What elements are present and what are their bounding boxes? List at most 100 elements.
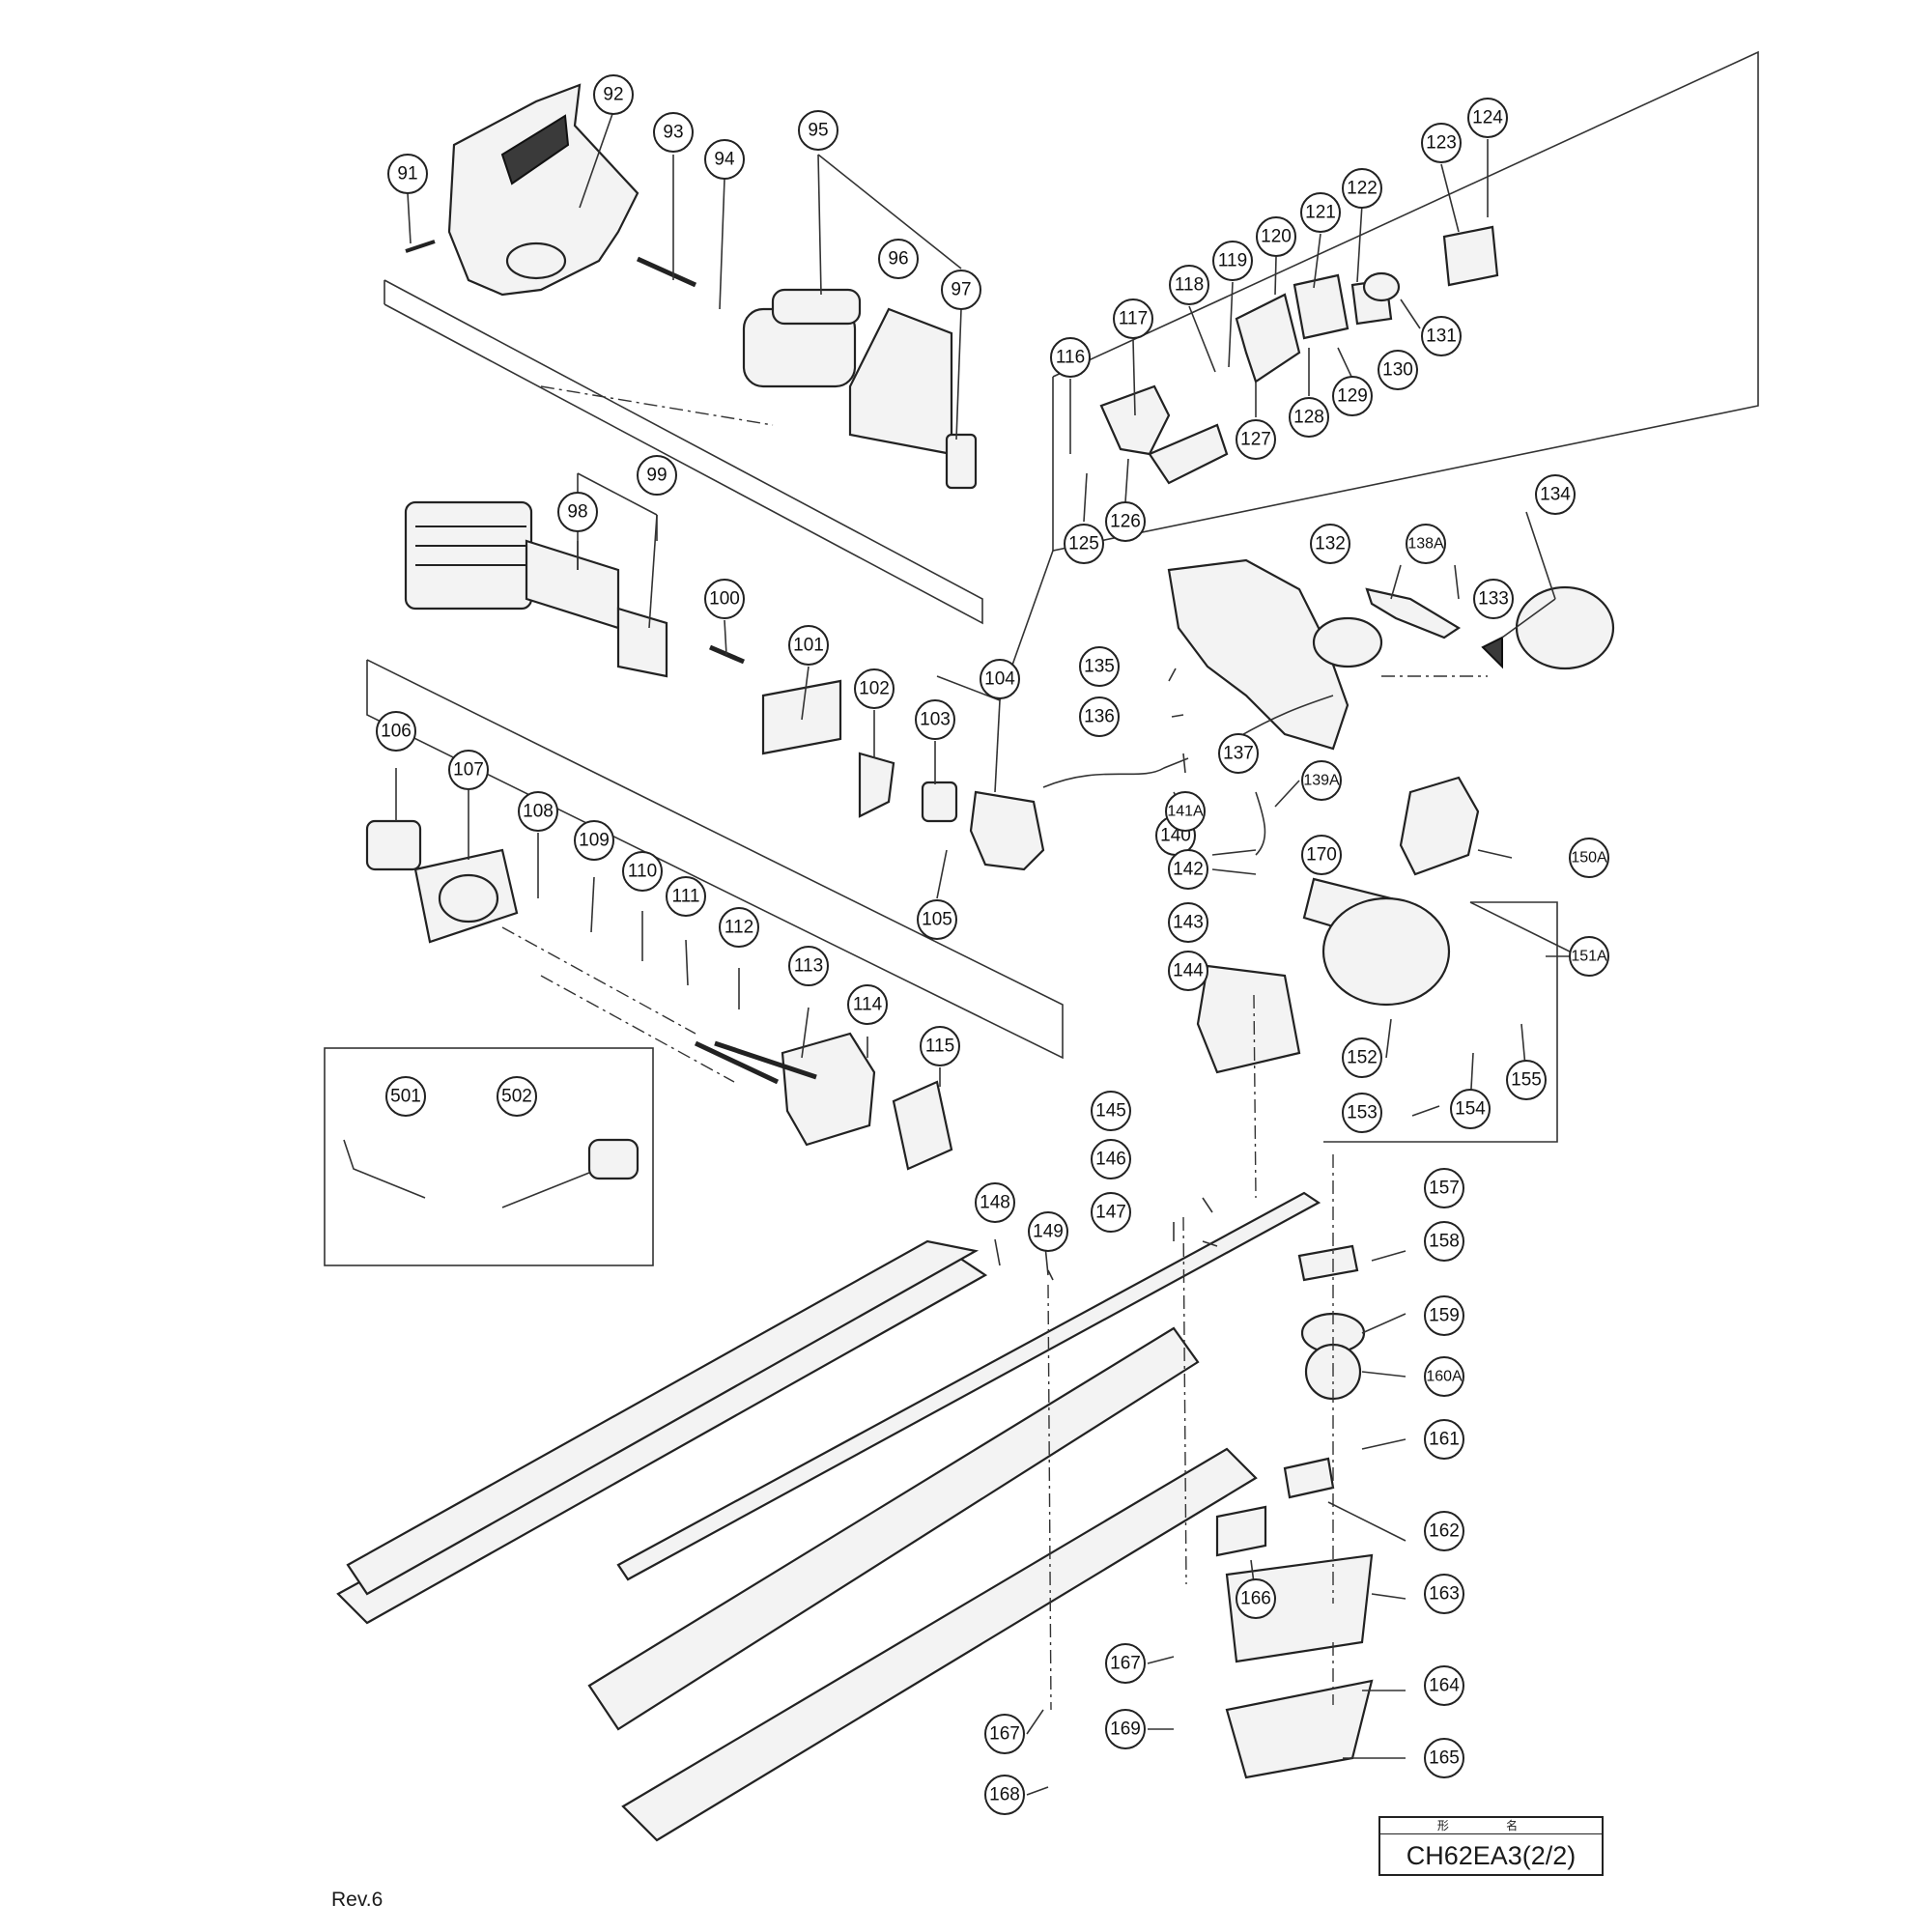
callout-124: 124	[1467, 98, 1508, 138]
muffler-plate	[848, 307, 953, 456]
svg-text:151A: 151A	[1571, 949, 1607, 965]
callout-166: 166	[1236, 1578, 1276, 1619]
svg-text:122: 122	[1347, 179, 1378, 199]
insulator	[616, 607, 668, 678]
svg-text:169: 169	[1110, 1719, 1141, 1740]
callout-107: 107	[448, 750, 489, 790]
callout-157: 157	[1424, 1168, 1464, 1208]
svg-text:101: 101	[793, 636, 824, 656]
callout-97: 97	[941, 270, 981, 310]
callout-102: 102	[854, 668, 895, 709]
callout-143: 143	[1168, 902, 1208, 943]
callout-154: 154	[1450, 1089, 1491, 1129]
svg-text:162: 162	[1429, 1521, 1460, 1542]
callout-113: 113	[788, 946, 829, 986]
primer-tube	[1365, 587, 1462, 639]
callout-128: 128	[1289, 397, 1329, 438]
callout-144: 144	[1168, 951, 1208, 991]
callout-118: 118	[1169, 265, 1209, 305]
svg-text:135: 135	[1084, 657, 1115, 677]
svg-text:502: 502	[501, 1087, 532, 1107]
callout-139A: 139A	[1301, 760, 1342, 801]
svg-text:106: 106	[381, 722, 412, 742]
air-cover	[892, 1080, 953, 1171]
callout-135: 135	[1079, 646, 1120, 687]
callout-148: 148	[975, 1182, 1015, 1223]
svg-text:145: 145	[1095, 1101, 1126, 1122]
gasket-103	[921, 781, 958, 823]
callout-117: 117	[1113, 298, 1153, 339]
svg-text:137: 137	[1223, 744, 1254, 764]
muffler-gasket	[945, 433, 978, 490]
svg-text:104: 104	[984, 669, 1015, 690]
svg-text:143: 143	[1173, 913, 1204, 933]
svg-text:158: 158	[1429, 1232, 1460, 1252]
upper-blade	[587, 1326, 1200, 1731]
callout-145: 145	[1091, 1091, 1131, 1131]
svg-text:119: 119	[1218, 251, 1247, 271]
callout-152: 152	[1342, 1037, 1382, 1078]
svg-text:126: 126	[1110, 512, 1141, 532]
svg-text:146: 146	[1095, 1150, 1126, 1170]
callout-109: 109	[574, 820, 614, 861]
svg-text:129: 129	[1337, 386, 1368, 407]
callout-121: 121	[1300, 192, 1341, 233]
air-cleaner-case	[413, 848, 519, 944]
callout-116: 116	[1050, 337, 1091, 378]
callout-165: 165	[1424, 1738, 1464, 1778]
svg-text:102: 102	[859, 679, 890, 699]
model-title-block: 形 名 CH62EA3(2/2)	[1378, 1816, 1604, 1876]
svg-text:167: 167	[1110, 1654, 1141, 1674]
callout-123: 123	[1421, 123, 1462, 163]
svg-text:114: 114	[853, 995, 883, 1015]
callout-168: 168	[984, 1775, 1025, 1815]
callout-142: 142	[1168, 849, 1208, 890]
engine-cover	[447, 83, 639, 297]
callout-146: 146	[1091, 1139, 1131, 1179]
carburetor-parts	[1099, 225, 1499, 485]
svg-text:168: 168	[989, 1785, 1020, 1805]
svg-text:93: 93	[663, 123, 683, 143]
svg-text:163: 163	[1429, 1584, 1460, 1605]
callout-101: 101	[788, 625, 829, 666]
svg-text:98: 98	[567, 502, 587, 523]
svg-text:134: 134	[1540, 485, 1571, 505]
callout-103: 103	[915, 699, 955, 740]
svg-text:121: 121	[1305, 203, 1336, 223]
svg-text:160A: 160A	[1426, 1369, 1463, 1385]
callout-106: 106	[376, 711, 416, 752]
callout-126: 126	[1105, 501, 1146, 542]
callout-99: 99	[637, 455, 677, 496]
svg-text:124: 124	[1472, 108, 1503, 128]
callout-91: 91	[387, 154, 428, 194]
callout-153: 153	[1342, 1093, 1382, 1133]
svg-text:95: 95	[808, 121, 828, 141]
callout-95: 95	[798, 110, 838, 151]
callout-93: 93	[653, 112, 694, 153]
svg-text:125: 125	[1068, 534, 1099, 554]
callout-110: 110	[622, 851, 663, 892]
blade-bar	[616, 1191, 1321, 1581]
callout-100: 100	[704, 579, 745, 619]
fuel-tank	[1167, 558, 1383, 751]
callout-115: 115	[920, 1026, 960, 1066]
svg-text:109: 109	[579, 831, 610, 851]
plug-wrench	[501, 1138, 639, 1208]
callout-105: 105	[917, 899, 957, 940]
blade-guard	[336, 1239, 988, 1625]
svg-text:94: 94	[714, 150, 735, 170]
cylinder-gasket	[525, 539, 620, 630]
svg-text:167: 167	[989, 1724, 1020, 1745]
model-label: 形 名	[1380, 1818, 1602, 1834]
svg-text:138A: 138A	[1407, 536, 1444, 553]
callout-170: 170	[1301, 835, 1342, 875]
callout-169: 169	[1105, 1709, 1146, 1749]
svg-text:155: 155	[1511, 1070, 1542, 1091]
cover-bolt	[405, 240, 436, 253]
callout-120: 120	[1256, 216, 1296, 257]
plate-102	[858, 752, 895, 818]
callout-132: 132	[1310, 524, 1350, 564]
svg-text:164: 164	[1429, 1676, 1460, 1696]
callout-122: 122	[1342, 168, 1382, 209]
svg-text:103: 103	[920, 710, 951, 730]
